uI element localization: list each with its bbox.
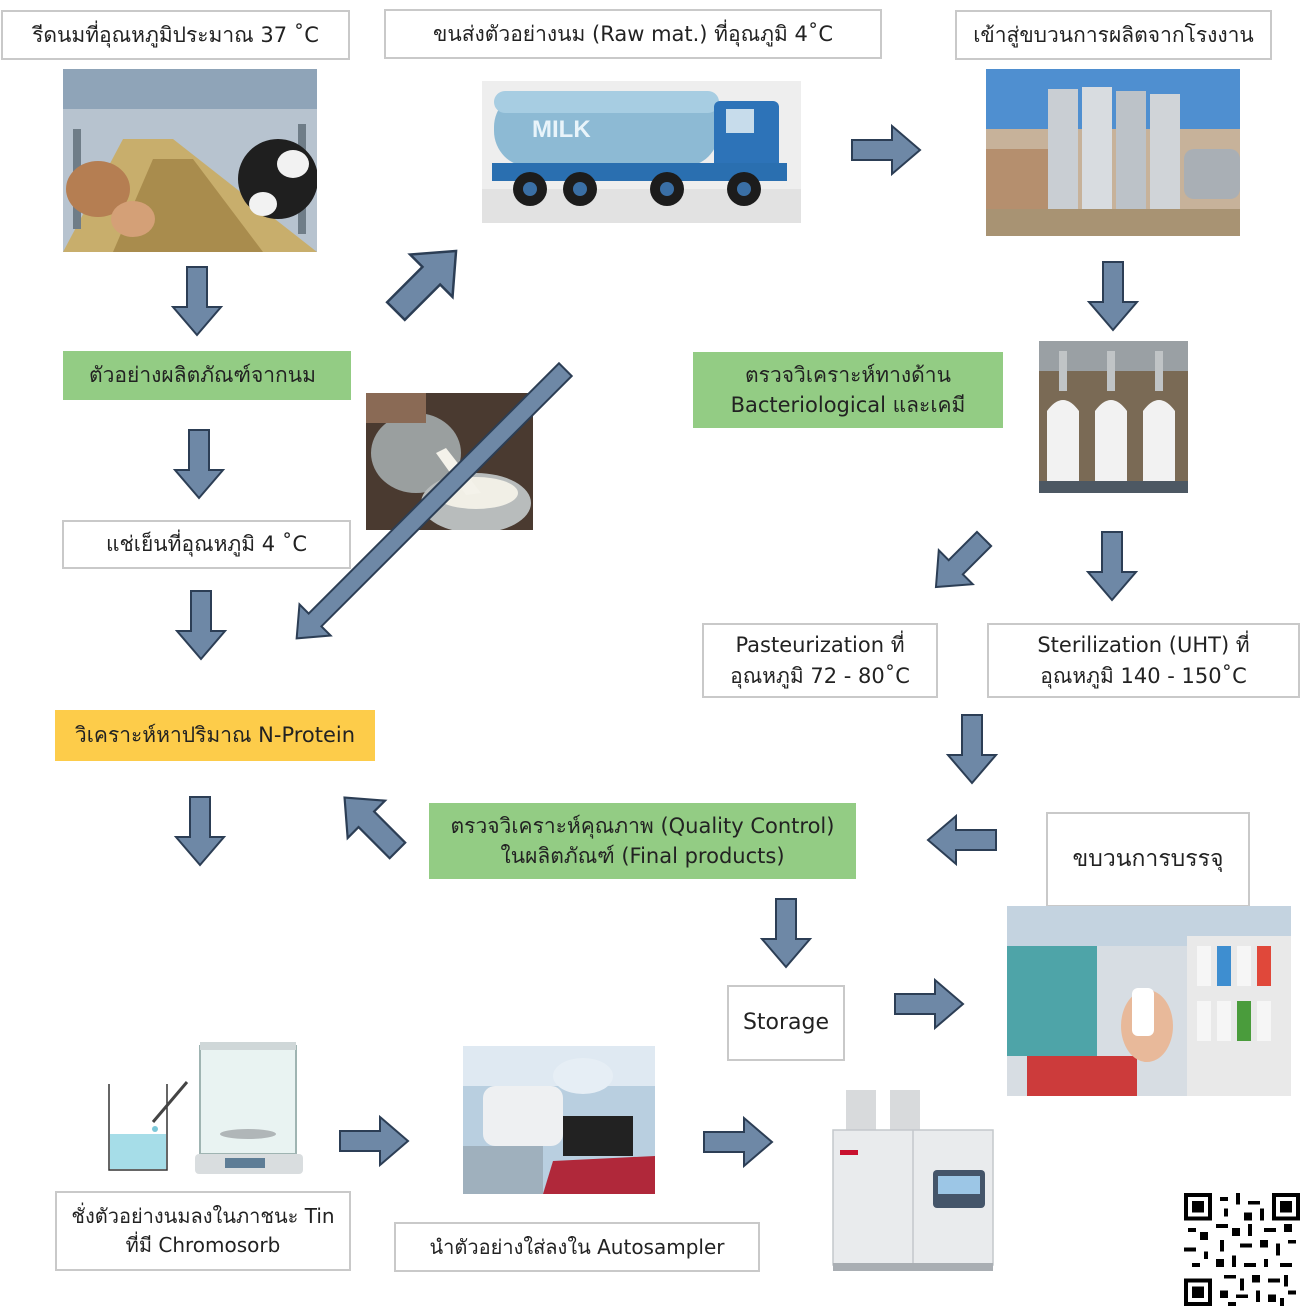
chill-box: แช่เย็นที่อุณหภูมิ 4 ˚C xyxy=(62,520,351,569)
milking-box: รีดนมที่อุณหภูมิประมาณ 37 ˚C xyxy=(1,10,350,60)
weigh-sample-label-line1: ชั่งตัวอย่างนมลงในภาชนะ Tin xyxy=(71,1204,335,1228)
arrow-down-sample-to-chill xyxy=(163,428,235,500)
truck-milk-text: MILK xyxy=(532,116,591,143)
milk-pouring-photo xyxy=(366,393,533,530)
arrow-down-nprotein-to-weighing xyxy=(164,795,236,867)
arrow-right-storage-to-market xyxy=(893,968,965,1040)
arrow-down-milking-to-sample xyxy=(161,265,233,337)
qr-code xyxy=(1184,1193,1300,1306)
dairy-sample-label: ตัวอย่างผลิตภัณฑ์จากนม xyxy=(89,363,316,388)
arrow-qc-to-nprotein xyxy=(335,788,407,860)
arrow-down-chill-to-nprotein xyxy=(165,589,237,661)
quality-control-label-line1: ตรวจวิเคราะห์คุณภาพ (Quality Control) xyxy=(450,813,835,838)
supermarket-milk-photo xyxy=(1007,906,1291,1096)
transport-box: ขนส่งตัวอย่างนม (Raw mat.) ที่อุณภูมิ 4˚… xyxy=(384,9,882,59)
autosampler-label: นำตัวอย่างใส่ลงใน Autosampler xyxy=(429,1234,725,1259)
pasteurization-label-line2: อุณหภูมิ 72 - 80˚C xyxy=(730,663,910,688)
sterilization-label-line1: Sterilization (UHT) ที่ xyxy=(1037,633,1250,658)
autosampler-box: นำตัวอย่างใส่ลงใน Autosampler xyxy=(394,1222,760,1272)
arrow-down-filling-to-sterilization xyxy=(1076,530,1148,602)
bacteriological-box: ตรวจวิเคราะห์ทางด้าน Bacteriological และ… xyxy=(693,352,1003,428)
weigh-sample-box: ชั่งตัวอย่างนมลงในภาชนะ Tin ที่มี Chromo… xyxy=(55,1191,351,1271)
bacteriological-label-line1: ตรวจวิเคราะห์ทางด้าน xyxy=(745,362,951,387)
factory-box: เข้าสู่ขบวนการผลิตจากโรงงาน xyxy=(955,10,1272,60)
chill-label: แช่เย็นที่อุณหภูมิ 4 ˚C xyxy=(106,532,307,557)
elemental-analyzer-photo xyxy=(828,1090,998,1275)
quality-control-box: ตรวจวิเคราะห์คุณภาพ (Quality Control) ใน… xyxy=(429,803,856,879)
sterilization-label-line2: อุณหภูมิ 140 - 150˚C xyxy=(1040,663,1247,688)
arrow-up-to-transport xyxy=(385,245,462,322)
arrow-right-autosampler-to-analyzer xyxy=(702,1106,774,1178)
sterilization-box: Sterilization (UHT) ที่ อุณหภูมิ 140 - 1… xyxy=(987,623,1300,698)
arrow-left-packaging-to-qc xyxy=(926,804,998,876)
n-protein-label: วิเคราะห์หาปริมาณ N-Protein xyxy=(74,723,356,748)
pasteurization-box: Pasteurization ที่ อุณหภูมิ 72 - 80˚C xyxy=(702,623,938,698)
quality-control-label-line2: ในผลิตภัณฑ์ (Final products) xyxy=(500,844,785,868)
bottle-filling-photo xyxy=(1039,341,1188,493)
autosampler-loading-photo xyxy=(463,1046,655,1194)
n-protein-box: วิเคราะห์หาปริมาณ N-Protein xyxy=(55,710,375,761)
arrow-down-qc-to-storage xyxy=(750,897,822,969)
analytical-balance-illustration xyxy=(105,1034,305,1176)
arrow-down-factory-to-filling xyxy=(1077,260,1149,332)
dairy-sample-box: ตัวอย่างผลิตภัณฑ์จากนม xyxy=(63,351,351,400)
transport-label: ขนส่งตัวอย่างนม (Raw mat.) ที่อุณภูมิ 4˚… xyxy=(432,21,833,46)
arrow-right-weighing-to-autosampler xyxy=(338,1105,410,1177)
pasteurization-label-line1: Pasteurization ที่ xyxy=(735,633,905,658)
storage-label: Storage xyxy=(742,1010,830,1036)
weigh-sample-label-line2: ที่มี Chromosorb xyxy=(125,1233,281,1257)
packaging-box: ขบวนการบรรจุ xyxy=(1046,812,1250,907)
arrow-right-truck-to-factory xyxy=(850,114,922,186)
packaging-label: ขบวนการบรรจุ xyxy=(1072,845,1224,872)
arrow-filling-to-pasteurization xyxy=(924,527,996,599)
factory-label: เข้าสู่ขบวนการผลิตจากโรงงาน xyxy=(973,22,1254,47)
cows-feeding-photo xyxy=(63,69,317,252)
bacteriological-label-line2: Bacteriological และเคมี xyxy=(730,393,966,417)
milking-label: รีดนมที่อุณหภูมิประมาณ 37 ˚C xyxy=(32,22,319,47)
arrow-down-sterilization-to-qc xyxy=(936,713,1008,785)
factory-tanks-photo xyxy=(986,69,1240,236)
milk-truck-photo: MILK xyxy=(482,81,801,223)
storage-box: Storage xyxy=(727,985,845,1061)
